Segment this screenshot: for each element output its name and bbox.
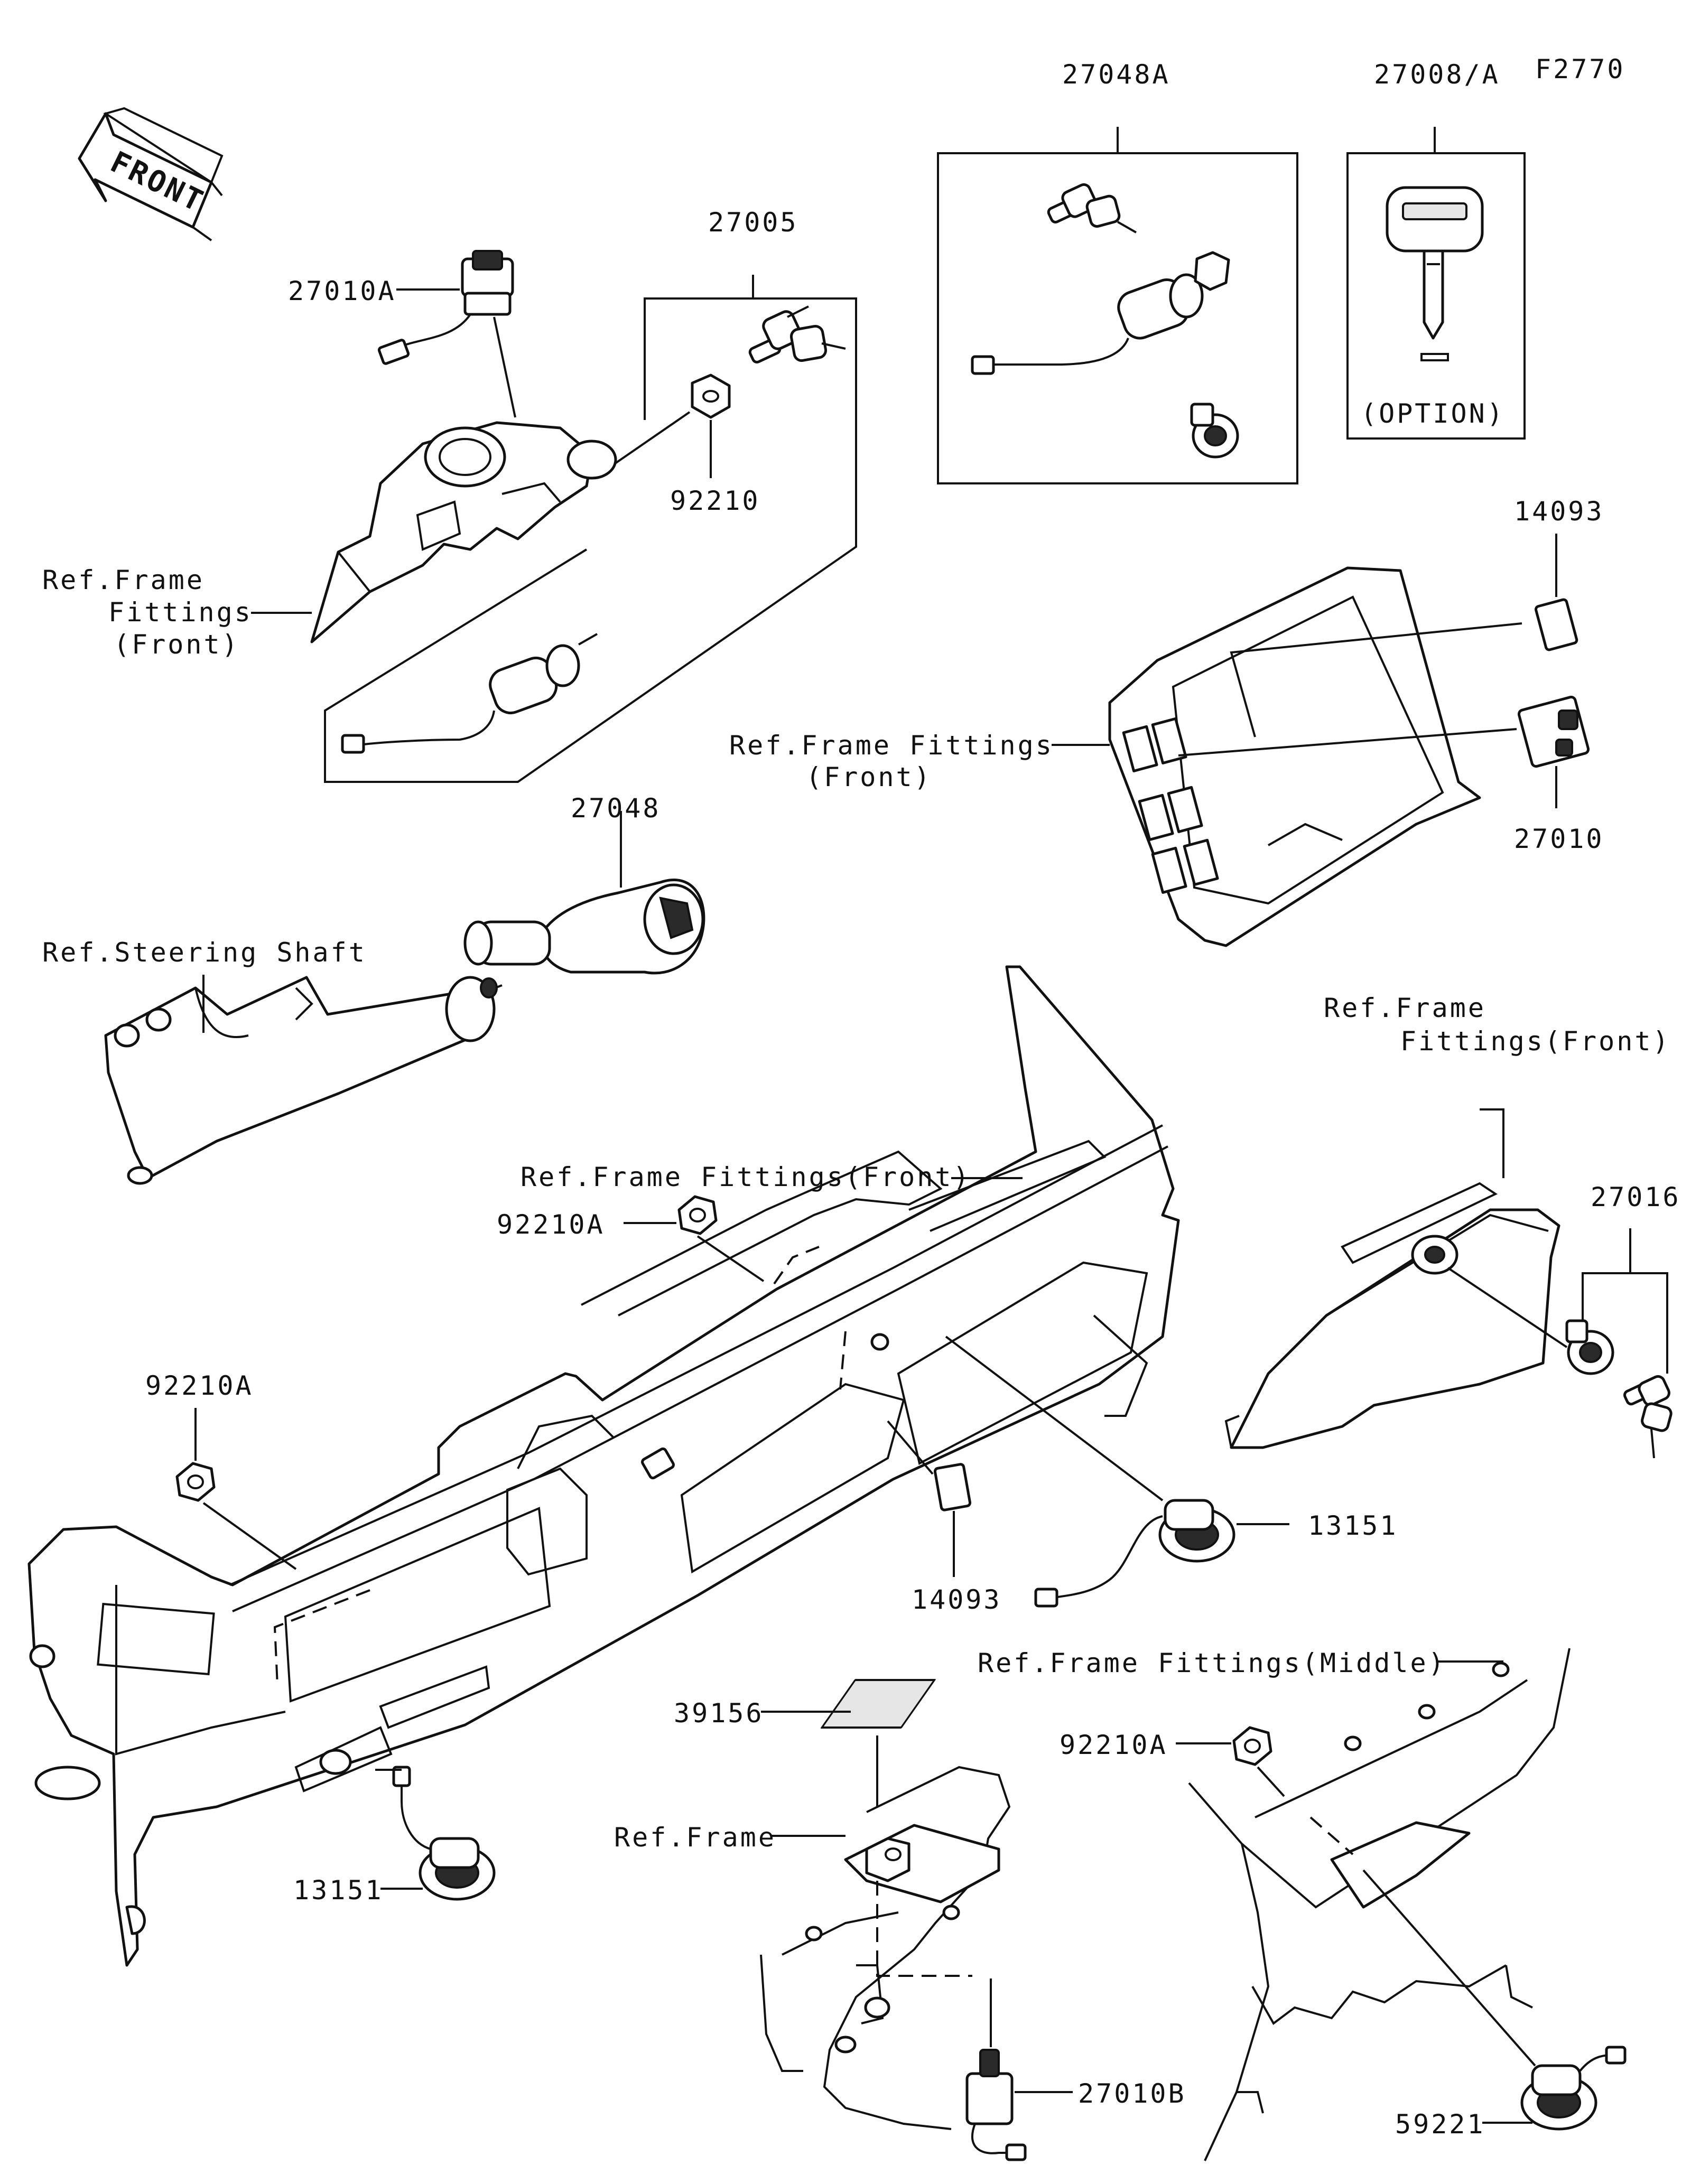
part-14093-mid-label: 14093 (912, 1584, 1002, 1615)
part-27010A-label: 27010A (288, 276, 396, 306)
ref-frame-front-1-a: Ref.Frame (42, 565, 205, 595)
keys-27048A-icon (1047, 183, 1137, 234)
switch-27010-icon (1517, 695, 1590, 768)
front-arrow-icon: FRONT (78, 107, 224, 241)
key-27008A-icon (1386, 186, 1484, 361)
part-92210A-right-label: 92210A (1060, 1730, 1168, 1760)
part-92210A-left-label: 92210A (145, 1370, 254, 1401)
glovebox-lid-icon (1224, 1182, 1560, 1449)
lock-cylinder-27048A-icon (1190, 403, 1239, 459)
part-27048-label: 27048 (571, 793, 661, 824)
part-92210A-mid-label: 92210A (497, 1209, 605, 1240)
part-59221-label: 59221 (1395, 2109, 1485, 2140)
switch-27010B-icon (965, 2049, 1027, 2161)
steering-shaft-icon (104, 976, 498, 1185)
ref-frame: Ref.Frame (614, 1822, 776, 1853)
lock-cylinder-27016-icon (1565, 1319, 1614, 1375)
ref-frame-front-3: Ref.Frame Fittings(Front) (521, 1162, 971, 1192)
nut-92210A-right-icon (1232, 1726, 1272, 1766)
keys-27016-icon (1623, 1375, 1673, 1459)
diagram-code: F2770 (1535, 54, 1625, 85)
ref-steering-shaft: Ref.Steering Shaft (42, 937, 367, 968)
socket-13151-left-icon (392, 1766, 496, 1901)
dashboard-main-icon (27, 965, 1180, 1967)
label-14093-mid-icon (933, 1463, 972, 1511)
dash-panel-right-icon (1108, 566, 1481, 947)
ref-frame-front-2-a: Ref.Frame Fittings (729, 730, 1054, 761)
part-14093-top-label: 14093 (1514, 496, 1604, 527)
option-label: (OPTION) (1361, 398, 1505, 429)
ignition-switch-27005-icon (341, 644, 580, 754)
part-27008A-label: 27008/A (1374, 59, 1500, 90)
ignition-switch-27048-icon (463, 879, 705, 975)
part-39156-label: 39156 (674, 1698, 764, 1729)
nut-92210A-mid-icon (677, 1195, 718, 1235)
label-14093-top-icon (1535, 598, 1578, 651)
frame-middle-panel-icon (1188, 1648, 1571, 2161)
part-27005-label: 27005 (708, 207, 798, 238)
steering-cowl-icon (310, 421, 617, 643)
ref-frame-middle: Ref.Frame Fittings(Middle) (978, 1648, 1446, 1678)
label-39156-icon (820, 1679, 936, 1729)
part-27016-label: 27016 (1591, 1182, 1681, 1212)
nut-92210A-left-icon (175, 1462, 216, 1502)
ignition-switch-27048A-icon (971, 251, 1230, 375)
frame-section-bottom-icon (760, 1766, 1011, 2130)
part-27010B-label: 27010B (1078, 2078, 1186, 2109)
switch-27010A-icon (377, 250, 514, 365)
ref-frame-front-4-b: Fittings(Front) (1400, 1026, 1671, 1057)
socket-13151-right-icon (1034, 1499, 1235, 1608)
nut-92210-icon (691, 374, 731, 419)
ref-frame-front-1-b: Fittings (108, 597, 253, 628)
keys-27005-icon (748, 305, 846, 363)
socket-59221-icon (1520, 2046, 1627, 2131)
part-92210-label: 92210 (670, 486, 760, 516)
part-13151-left-label: 13151 (293, 1875, 384, 1906)
ref-frame-front-4-a: Ref.Frame (1324, 993, 1486, 1023)
ref-frame-front-1-c: (Front) (114, 629, 240, 660)
ref-frame-front-2-b: (Front) (806, 762, 932, 792)
part-27010-label: 27010 (1514, 824, 1604, 854)
part-13151-right-label: 13151 (1308, 1510, 1398, 1541)
part-27048A-label: 27048A (1062, 59, 1170, 90)
